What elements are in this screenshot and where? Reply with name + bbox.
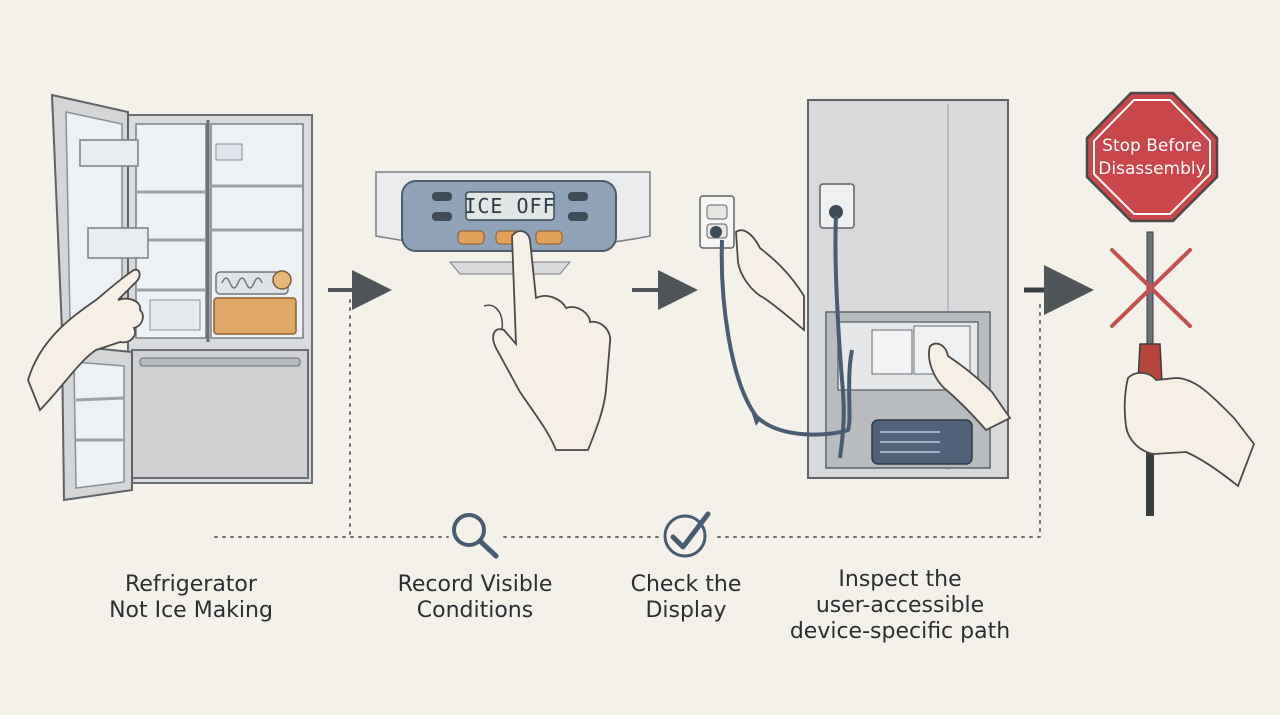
- step-label-2: Record Visible Conditions: [380, 572, 570, 624]
- step-1-line-2: Not Ice Making: [109, 598, 273, 623]
- step-4-line-3: device-specific path: [789, 619, 1011, 644]
- step-label-1: Refrigerator Not Ice Making: [96, 572, 286, 624]
- control-panel-illustration: ICE OFF: [375, 171, 651, 451]
- step-2-line-2: Conditions: [416, 598, 534, 623]
- open-refrigerator-illustration: [27, 93, 313, 502]
- outlet-and-rear-panel-illustration: [699, 99, 1012, 479]
- step-4-line-2: user-accessible: [815, 593, 985, 618]
- stop-sign-line-1: Stop Before: [1102, 136, 1202, 156]
- stop-sign-icon: Stop Before Disassembly: [1085, 91, 1219, 223]
- step-2-line-1: Record Visible: [397, 572, 553, 597]
- step-label-3: Check the Display: [604, 572, 768, 624]
- dotted-timeline: [214, 299, 1041, 538]
- step-label-4: Inspect the user-accessible device-speci…: [780, 567, 1020, 645]
- x-mark-icon: [1110, 248, 1192, 328]
- check-circle-icon: [663, 511, 711, 558]
- step-3-line-2: Display: [645, 598, 727, 623]
- lcd-display-text: ICE OFF: [464, 194, 555, 218]
- stop-sign-line-2: Disassembly: [1098, 159, 1205, 179]
- screwdriver-icon: [1123, 231, 1256, 516]
- step-4-line-1: Inspect the: [838, 567, 962, 592]
- step-1-line-1: Refrigerator: [125, 572, 257, 597]
- step-3-line-1: Check the: [630, 572, 742, 597]
- magnifier-icon: [452, 513, 499, 559]
